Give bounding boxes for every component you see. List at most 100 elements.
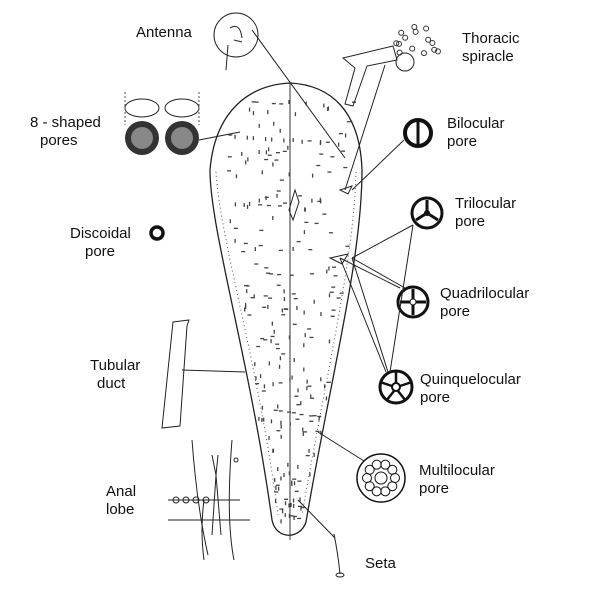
body-dot — [262, 306, 267, 308]
body-dot — [276, 190, 281, 192]
body-dot — [247, 157, 249, 162]
body-dot — [283, 138, 285, 143]
body-dot — [268, 435, 270, 440]
body-dot — [283, 473, 285, 478]
body-dot — [271, 321, 273, 326]
body-dot — [293, 516, 295, 521]
pore-leaders — [339, 224, 414, 373]
body-dot — [294, 490, 299, 493]
body-dot — [276, 430, 281, 432]
spiracle-pore — [431, 46, 438, 53]
label-antenna: Antenna — [136, 24, 193, 41]
body-dot — [301, 506, 306, 509]
body-dot — [248, 201, 251, 206]
body-dot — [311, 198, 313, 203]
body-dot — [241, 151, 243, 156]
body-dot — [310, 397, 315, 399]
body-dot — [274, 498, 277, 503]
seta-figure — [333, 533, 345, 578]
body-dot — [275, 484, 280, 486]
body-dot — [250, 297, 255, 299]
body-dot — [277, 404, 279, 409]
body-dot — [330, 156, 335, 158]
body-dot — [234, 202, 237, 207]
body-dot — [288, 471, 291, 476]
multilocular-loculus — [364, 481, 375, 492]
body-dot — [336, 297, 341, 299]
body-dot — [228, 134, 233, 136]
body-dot — [329, 291, 334, 293]
body-dot — [280, 420, 282, 425]
body-dot — [309, 415, 314, 417]
body-dot — [234, 238, 236, 243]
body-dot — [260, 337, 265, 340]
body-dot — [308, 448, 310, 453]
body-dot — [252, 111, 255, 116]
body-dot — [312, 415, 317, 417]
multilocular-leader — [317, 431, 365, 462]
body-dot — [245, 160, 247, 165]
body-dot — [322, 213, 327, 215]
spiracle-pore — [398, 29, 405, 36]
body-dot — [303, 431, 308, 433]
body-dot — [293, 481, 296, 486]
body-dot — [323, 103, 325, 108]
body-dot — [279, 356, 282, 361]
spiracle-pore — [409, 45, 416, 52]
body-dot — [287, 145, 289, 150]
multilocular-loculus — [387, 481, 398, 492]
body-dot — [254, 247, 257, 252]
body-dot — [265, 150, 268, 155]
body-dot — [264, 196, 269, 199]
body-dot — [243, 242, 248, 245]
body-dot — [273, 329, 275, 334]
body-dot — [291, 375, 293, 380]
spiracle-pore — [396, 40, 403, 47]
body-dot — [277, 205, 282, 207]
body-dot — [298, 195, 303, 197]
body-dot — [343, 166, 348, 169]
body-dot — [244, 284, 249, 287]
body-dot — [264, 158, 269, 161]
body-dot — [265, 196, 267, 201]
body-dot — [273, 409, 278, 411]
spiracle-pore — [396, 49, 403, 56]
body-dot — [292, 478, 297, 480]
body-dot — [344, 133, 347, 138]
body-dot — [313, 299, 315, 304]
tubular-duct-leader — [181, 369, 246, 373]
body-dot — [275, 347, 280, 350]
body-dot — [317, 415, 322, 418]
body-dot — [341, 150, 346, 152]
body-dot — [298, 505, 303, 508]
body-dot — [253, 294, 255, 299]
bilocular-pore-icon — [403, 118, 433, 148]
body-dot — [307, 140, 312, 142]
body-dot — [267, 110, 269, 115]
thoracic-spiracle-figure — [341, 24, 441, 107]
body-dot — [289, 274, 294, 276]
multilocular-loculus — [371, 459, 382, 470]
body-margin — [215, 171, 279, 516]
body-dot — [288, 100, 290, 105]
body-dot — [293, 357, 295, 362]
body-dot — [315, 430, 320, 432]
body-dot — [294, 112, 297, 117]
body-dot — [267, 154, 272, 156]
spiracle-pore — [420, 50, 427, 57]
body-dot — [299, 497, 301, 502]
antenna-figure — [213, 12, 259, 71]
body-dot — [333, 275, 338, 277]
body-dot — [338, 132, 343, 135]
body-dot — [274, 491, 279, 493]
leg-structure — [288, 188, 300, 222]
body-dot — [328, 339, 331, 344]
body-dot — [267, 304, 269, 309]
body-dot — [280, 519, 282, 524]
body-dot — [284, 501, 287, 506]
body-dot — [325, 396, 328, 401]
body-dot — [244, 302, 247, 307]
body-dot — [331, 286, 336, 288]
